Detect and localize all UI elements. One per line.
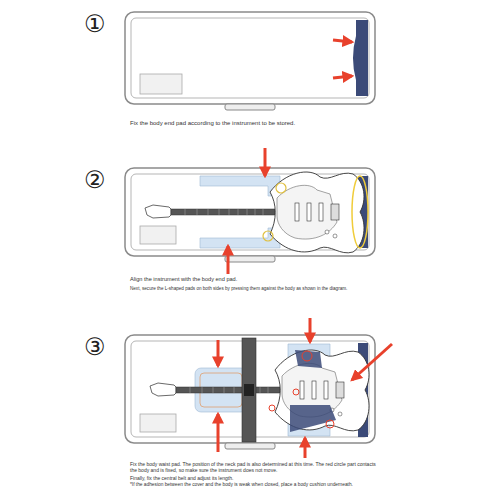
step-number: ③ (84, 335, 106, 359)
instruction-text: Finally, fix the central belt and adjust… (130, 475, 380, 481)
instruction-text: Fix the body waist pad. The position of … (130, 461, 380, 473)
instruction-text: Align the instrument with the body end p… (130, 276, 390, 283)
instruction-note: Next, secure the L-shaped pads on both s… (130, 286, 410, 292)
instruction-text: Fix the body end pad according to the in… (130, 120, 390, 127)
instruction-note: *If the adhesion between the cover and t… (130, 482, 420, 488)
step-number: ② (84, 168, 106, 192)
step-number: ① (84, 12, 106, 36)
